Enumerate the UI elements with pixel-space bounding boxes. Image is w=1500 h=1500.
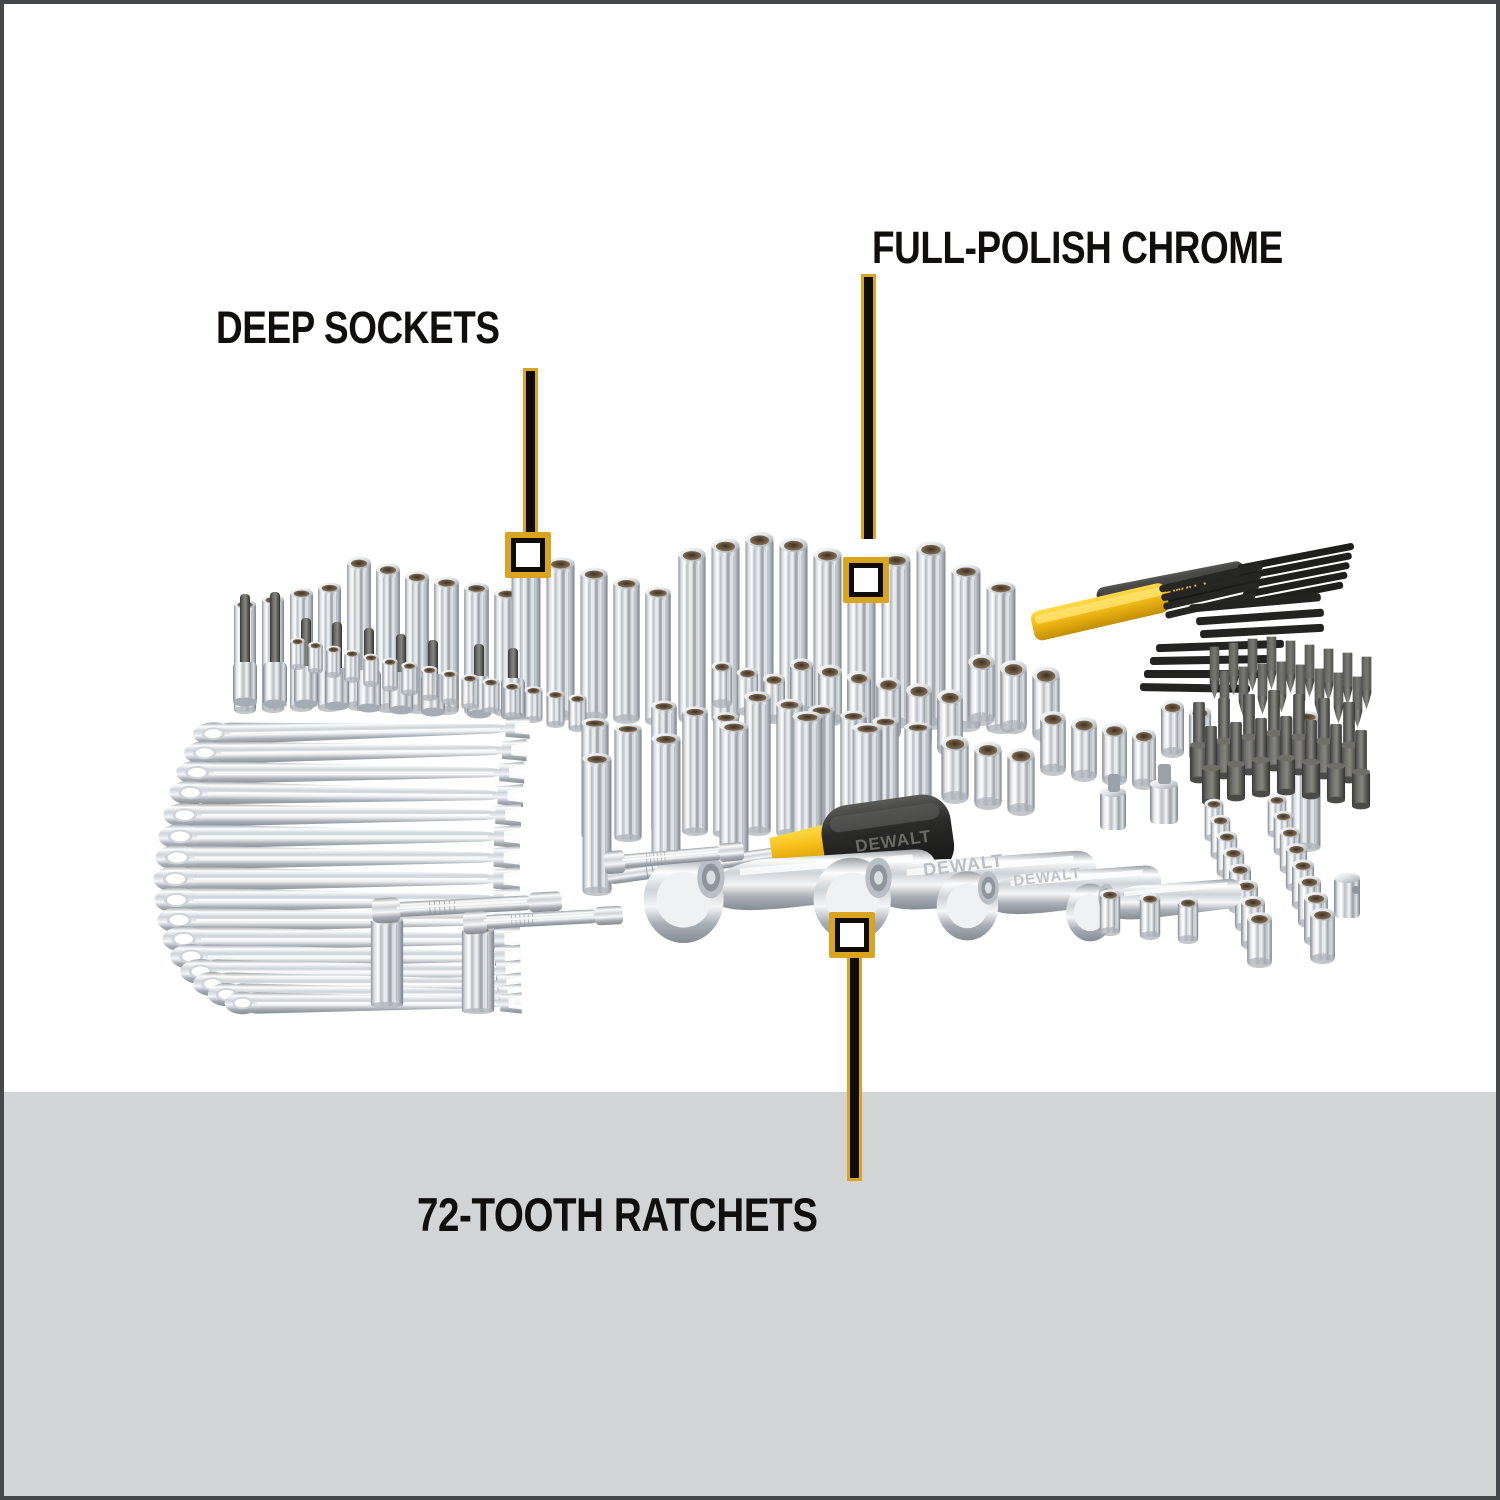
marker-core xyxy=(854,568,878,592)
bottom-band xyxy=(4,1092,1496,1496)
callout-label-72-tooth-ratchets: 72-TOOTH RATCHETS xyxy=(417,1188,818,1241)
callout-marker-72-tooth-ratchets xyxy=(829,912,875,958)
callout-leader-full-polish-chrome xyxy=(861,274,876,539)
marker-core xyxy=(516,543,540,567)
hex-key-folders: DEWALT xyxy=(1030,543,1355,693)
marker-ring xyxy=(835,918,869,952)
callout-leader-deep-sockets xyxy=(523,368,538,546)
marker-ring xyxy=(849,563,883,597)
tool-set-illustration: DEWALT xyxy=(152,531,1372,1016)
socket-adapters xyxy=(1100,764,1360,918)
product-photo: DEWALT xyxy=(4,4,1496,1088)
callout-label-deep-sockets: DEEP SOCKETS xyxy=(216,302,500,353)
callout-marker-full-polish-chrome xyxy=(843,557,889,603)
callout-leader-72-tooth-ratchets xyxy=(847,956,862,1181)
marker-ring xyxy=(511,538,545,572)
callout-marker-deep-sockets xyxy=(505,532,551,578)
marker-core xyxy=(840,923,864,947)
callout-label-full-polish-chrome: FULL-POLISH CHROME xyxy=(872,222,1283,273)
